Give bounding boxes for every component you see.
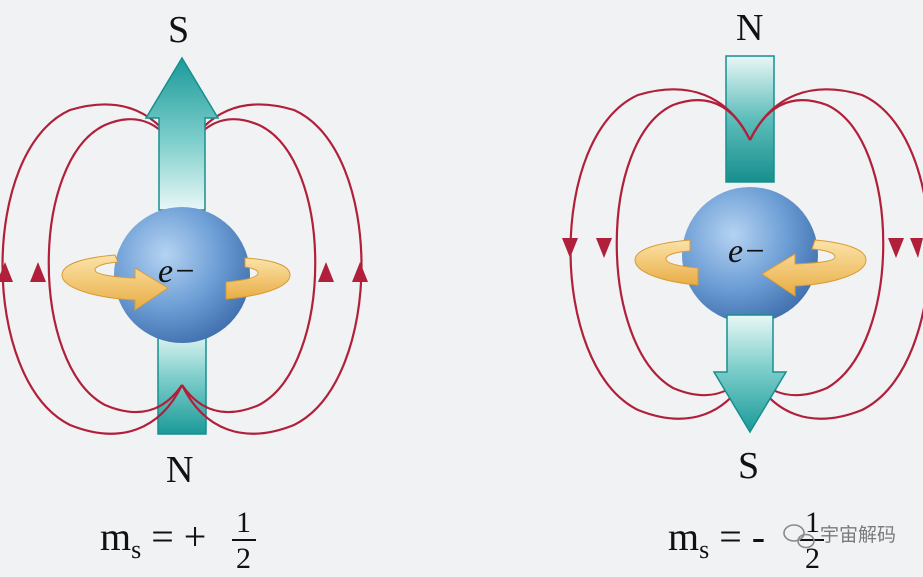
- svg-text:ms= +: ms = +: [100, 514, 206, 564]
- watermark: 宇宙解码: [783, 524, 896, 549]
- panel-spin-down: e− N S ms = - 1 2: [562, 7, 923, 575]
- panel-spin-up: e− S N ms = + 1 2: [0, 9, 368, 575]
- fraction-numerator: 1: [805, 506, 820, 539]
- bottom-arrow-body: [157, 329, 207, 435]
- watermark-text: 宇宙解码: [820, 524, 896, 546]
- electron-sphere: [114, 207, 250, 343]
- magnetic-moment-arrow-up: [144, 56, 220, 211]
- magnetic-moment-arrow-down: [712, 314, 788, 434]
- bottom-pole-label: S: [738, 445, 759, 487]
- spin-quantum-number: ms = - 1 2: [668, 506, 824, 575]
- top-arrow-body: [725, 55, 775, 183]
- fraction-denominator: 2: [236, 542, 251, 575]
- ms-symbol: m: [668, 514, 699, 559]
- ms-subscript: s: [699, 535, 709, 564]
- electron-label: e−: [728, 233, 766, 270]
- fraction-numerator: 1: [236, 506, 251, 539]
- svg-text:ms= -: ms = -: [668, 514, 765, 564]
- wechat-icon: [783, 524, 815, 549]
- ms-equals: = +: [151, 514, 206, 559]
- ms-symbol: m: [100, 514, 131, 559]
- ms-subscript: s: [131, 535, 141, 564]
- bottom-pole-label: N: [166, 449, 193, 491]
- spin-quantum-number: ms = + 1 2: [100, 506, 256, 575]
- electron-label: e−: [158, 253, 196, 290]
- fraction-denominator: 2: [805, 542, 820, 575]
- field-arrowheads: [562, 238, 923, 258]
- spin-rotation-arrow: [634, 239, 867, 297]
- top-pole-label: S: [168, 9, 189, 51]
- field-arrowheads: [0, 262, 368, 282]
- ms-equals: = -: [719, 514, 765, 559]
- spin-rotation-arrow: [61, 254, 291, 311]
- top-pole-label: N: [736, 7, 763, 49]
